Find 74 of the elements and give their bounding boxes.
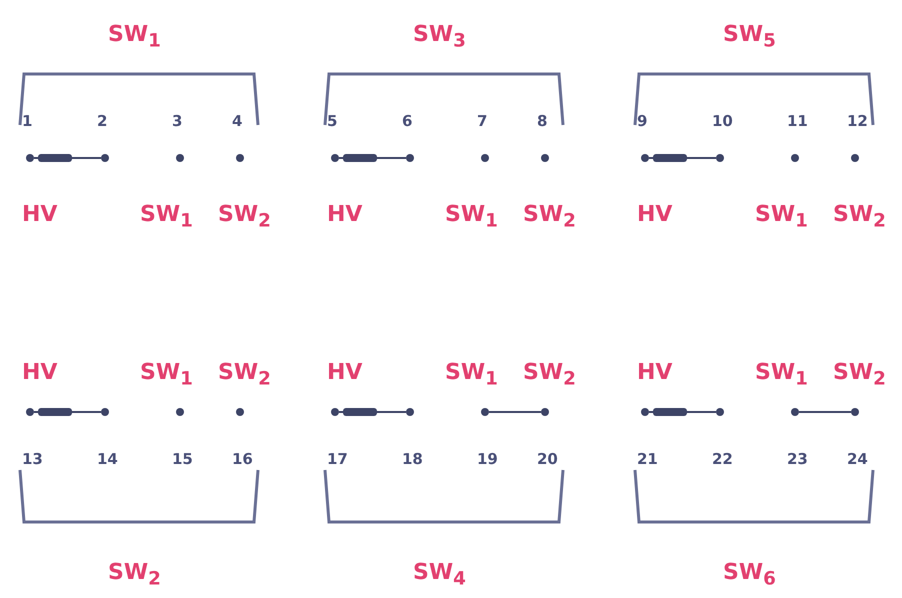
contact-dot [331, 408, 339, 416]
contact-dot [851, 408, 859, 416]
contact-label: SW$_{2}$ [523, 202, 576, 232]
contact-label: SW$_{2}$ [833, 360, 886, 390]
contact-dot [176, 408, 184, 416]
pin-number: 20 [537, 450, 558, 468]
pin-number: 4 [232, 112, 242, 130]
contact-label: SW$_{2}$ [218, 360, 271, 390]
pin-number: 21 [637, 450, 658, 468]
contact-dot [541, 154, 549, 162]
contact-dot [791, 408, 799, 416]
contact-label: SW$_{1}$ [140, 360, 193, 390]
contact-dot [101, 154, 109, 162]
contact-label: SW$_{1}$ [140, 202, 193, 232]
switch-title: SW$_{5}$ [723, 22, 776, 52]
contact-label: SW$_{2}$ [833, 202, 886, 232]
contact-dot [481, 408, 489, 416]
contact-dot [406, 408, 414, 416]
contact-dot [716, 154, 724, 162]
pin-number: 12 [847, 112, 868, 130]
switch-title: SW$_{2}$ [108, 560, 161, 590]
contact-label: SW$_{1}$ [755, 202, 808, 232]
pin-number: 23 [787, 450, 808, 468]
pin-number: 10 [712, 112, 733, 130]
pin-number: 1 [22, 112, 32, 130]
contact-dot [26, 154, 34, 162]
contact-label: HV [22, 202, 58, 227]
contact-dot [406, 154, 414, 162]
pin-number: 17 [327, 450, 348, 468]
pin-number: 13 [22, 450, 43, 468]
contact-dot [26, 408, 34, 416]
contact-link [799, 411, 851, 413]
pin-number: 24 [847, 450, 868, 468]
contact-label: HV [327, 202, 362, 227]
contact-dot [331, 154, 339, 162]
contact-dot [481, 154, 489, 162]
contact-label: SW$_{1}$ [755, 360, 808, 390]
contact-dot [716, 408, 724, 416]
contact-dot [101, 408, 109, 416]
contact-label: HV [22, 360, 58, 385]
switch-title: SW$_{6}$ [723, 560, 776, 590]
contact-dot [851, 154, 859, 162]
contact-label: SW$_{2}$ [523, 360, 576, 390]
contact-dot [236, 408, 244, 416]
contact-label: HV [637, 202, 672, 227]
contact-dot [541, 408, 549, 416]
pin-number: 18 [402, 450, 423, 468]
contact-link [489, 411, 541, 413]
contact-dot [176, 154, 184, 162]
pin-number: 2 [97, 112, 108, 130]
contact-dot [641, 154, 649, 162]
pin-number: 8 [537, 112, 548, 130]
contact-label: SW$_{2}$ [218, 202, 271, 232]
pin-number: 15 [172, 450, 193, 468]
contact-dot [791, 154, 799, 162]
pin-number: 14 [97, 450, 118, 468]
contact-dot [236, 154, 244, 162]
switch-title: SW$_{1}$ [108, 22, 161, 52]
pin-number: 9 [637, 112, 648, 130]
pin-number: 11 [787, 112, 808, 130]
switch-title: SW$_{3}$ [413, 22, 466, 52]
pin-number: 7 [477, 112, 488, 130]
contact-dot [641, 408, 649, 416]
contact-label: SW$_{1}$ [445, 360, 498, 390]
pin-number: 22 [712, 450, 733, 468]
pin-number: 3 [172, 112, 182, 130]
pin-number: 5 [327, 112, 338, 130]
contact-label: HV [327, 360, 362, 385]
contact-label: SW$_{1}$ [445, 202, 498, 232]
pin-number: 16 [232, 450, 253, 468]
contact-label: HV [637, 360, 672, 385]
switch-title: SW$_{4}$ [413, 560, 466, 590]
pin-number: 19 [477, 450, 498, 468]
pin-number: 6 [402, 112, 412, 130]
